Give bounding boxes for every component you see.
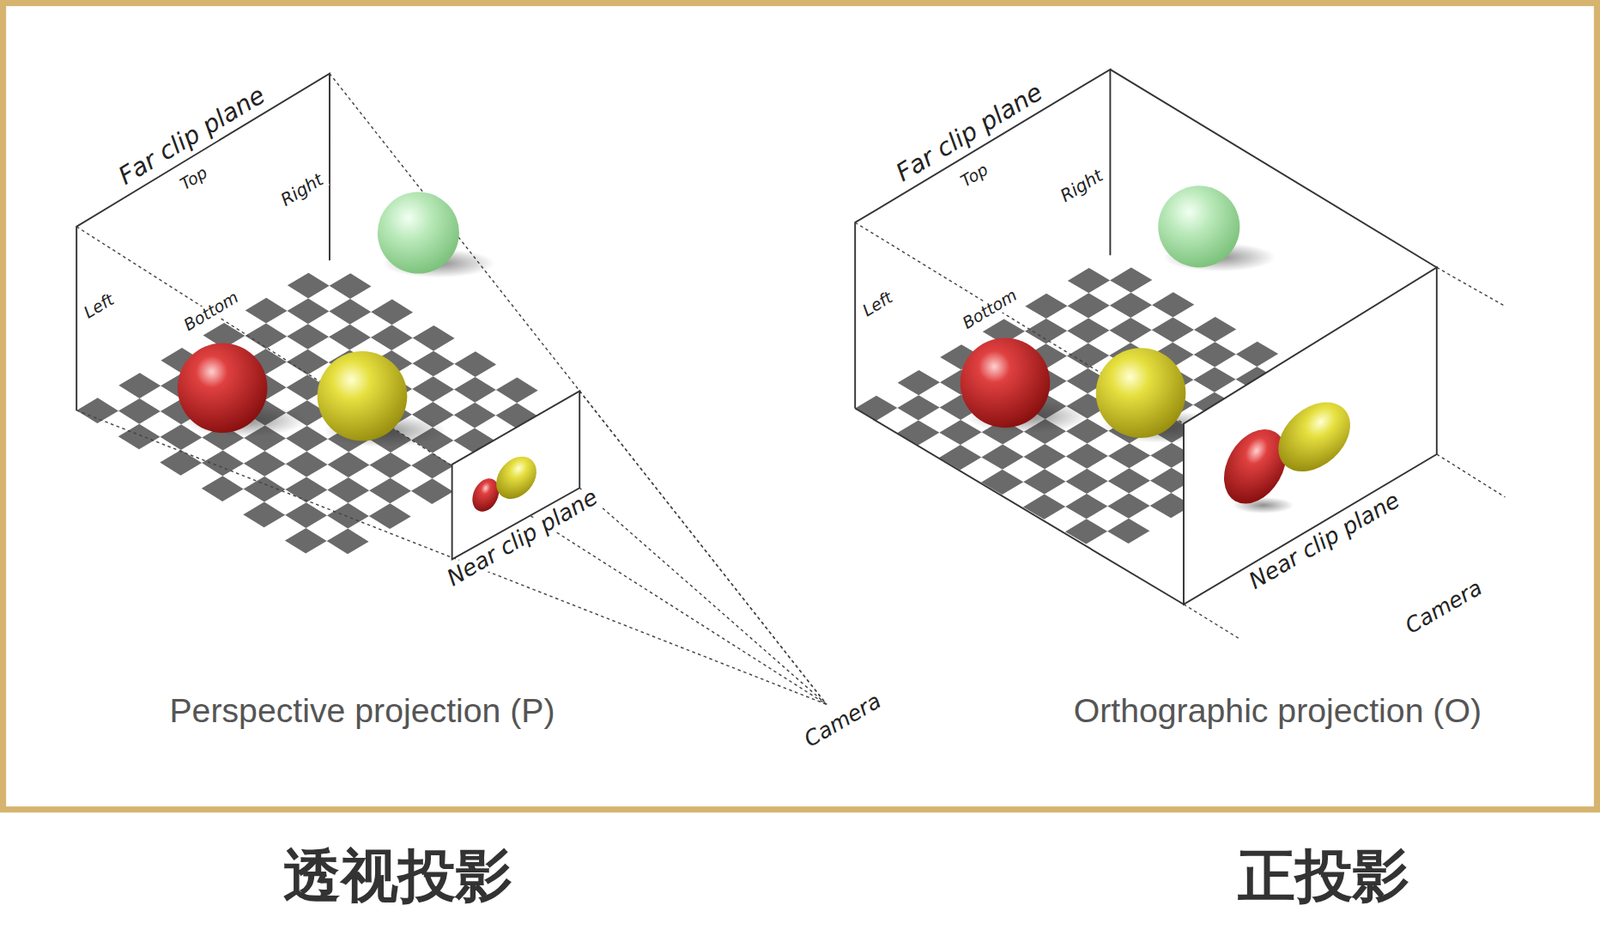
green-sphere: [1157, 185, 1240, 267]
edge-label: Top: [174, 162, 213, 196]
chinese-caption: 正投影: [1237, 843, 1410, 907]
yellow-sphere: [317, 351, 408, 442]
green-sphere: [377, 191, 460, 273]
red-sphere: [960, 337, 1051, 428]
frustum-lines: [76, 73, 827, 705]
frame: [3, 3, 1598, 810]
box-edges: [854, 69, 1437, 605]
panel-caption: Orthographic projection (O): [1073, 692, 1482, 730]
red-sphere: [177, 342, 268, 433]
camera-label: Camera: [1399, 574, 1490, 640]
projection-lines: [854, 222, 1505, 639]
edge-label: Left: [78, 288, 120, 323]
chinese-caption: 透视投影: [283, 843, 512, 907]
checker-floor: [76, 260, 580, 567]
camera-label: Camera: [798, 687, 889, 753]
panel-caption: Perspective projection (P): [169, 692, 555, 730]
edge-label: Top: [955, 158, 994, 193]
yellow-sphere: [1096, 347, 1187, 438]
near-plane: [1183, 266, 1437, 604]
edge-label: Left: [856, 286, 898, 322]
edge-label: Right: [274, 168, 329, 212]
edge-label: Right: [1054, 163, 1110, 207]
